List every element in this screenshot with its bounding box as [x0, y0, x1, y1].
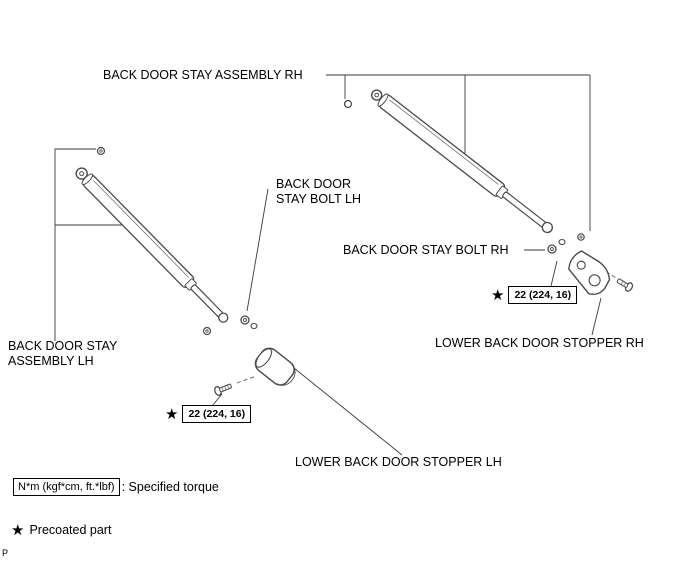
- stay-assembly-rh-label: BACK DOOR STAY ASSEMBLY RH: [103, 68, 303, 82]
- stopper-lh-label: LOWER BACK DOOR STOPPER LH: [295, 455, 502, 469]
- stay-bolt-lh-part: [240, 315, 258, 330]
- torque-units-desc: : Specified torque: [121, 480, 219, 494]
- torque-value-rh: 22 (224, 16): [508, 286, 578, 304]
- precoated-star-icon: ★: [11, 521, 25, 539]
- stay-assembly-lh-label-line2: ASSEMBLY LH: [8, 354, 94, 368]
- bolt-axis-dashed-lines: [236, 267, 622, 384]
- torque-callout-rh: ★ 22 (224, 16): [491, 286, 578, 304]
- torque-value-lh: 22 (224, 16): [182, 405, 252, 423]
- precoated-legend: ★ Precoated part: [11, 522, 111, 538]
- stay-ball-stud-rh-part: [577, 233, 585, 241]
- stay-bolt-lh-label-line1: BACK DOOR: [276, 177, 352, 191]
- stay-upper-clip-rh-part: [343, 99, 353, 109]
- page-marker: P: [2, 548, 9, 558]
- stay-bolt-lh-label-line2: STAY BOLT LH: [276, 192, 361, 206]
- stopper-bolt-lh-part: [214, 383, 232, 396]
- stay-upper-pin-lh-part: [96, 146, 106, 156]
- stopper-bolt-rh-part: [616, 278, 634, 292]
- stay-assembly-lh-label: BACK DOOR STAY ASSEMBLY LH: [8, 339, 117, 369]
- torque-units-box: N*m (kgf*cm, ft.*lbf): [13, 478, 120, 496]
- stopper-rh-label: LOWER BACK DOOR STOPPER RH: [435, 336, 644, 350]
- stay-bolt-rh-label: BACK DOOR STAY BOLT RH: [343, 243, 509, 257]
- stopper-lh-part: [254, 347, 296, 386]
- leader-lines: [54, 74, 602, 456]
- precoated-star-icon: ★: [165, 405, 179, 423]
- stay-bolt-lh-label: BACK DOOR STAY BOLT LH: [276, 177, 361, 207]
- precoated-legend-text: Precoated part: [29, 523, 112, 537]
- stay-nut-rh-part: [558, 238, 566, 246]
- stay-assembly-lh-label-line1: BACK DOOR STAY: [8, 339, 118, 353]
- torque-legend: N*m (kgf*cm, ft.*lbf) : Specified torque: [13, 478, 219, 496]
- stay-lower-nut-lh-part: [202, 326, 212, 336]
- torque-callout-lh: ★ 22 (224, 16): [165, 405, 252, 423]
- stay-assembly-rh-part: [343, 89, 585, 246]
- precoated-star-icon: ★: [491, 286, 505, 304]
- stay-assembly-lh-part: [75, 146, 229, 336]
- stay-bolt-rh-part: [547, 244, 557, 254]
- stopper-rh-part: [568, 250, 611, 296]
